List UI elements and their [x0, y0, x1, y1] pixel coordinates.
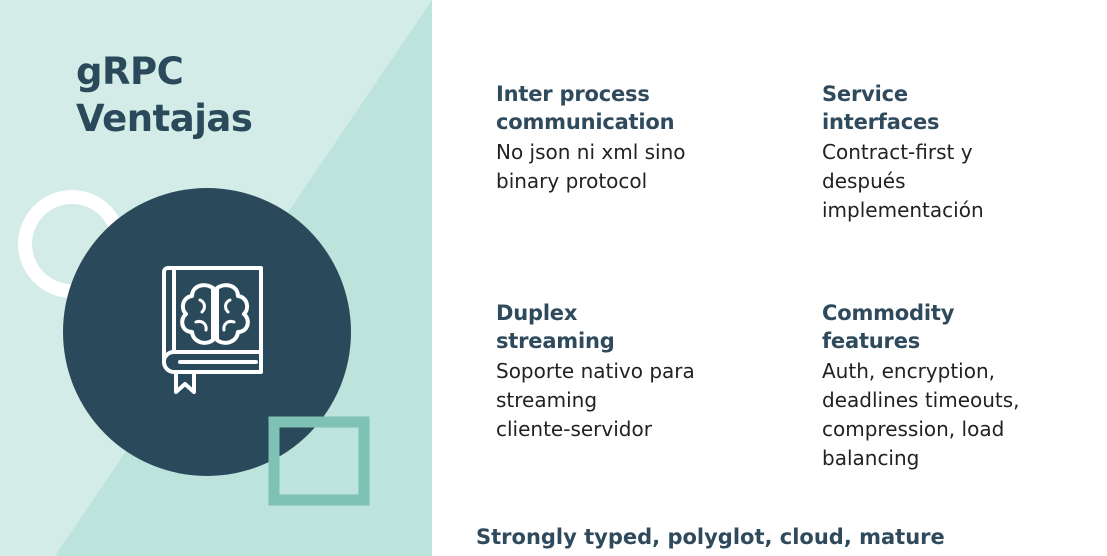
feature-description-line: Soporte nativo para [496, 359, 695, 383]
slide-title: gRPC Ventajas [76, 48, 253, 142]
dark-circle [63, 188, 351, 476]
decorative-square-outline [268, 416, 370, 506]
feature-description-line: cliente-servidor [496, 417, 652, 441]
feature-service-interfaces: Service interfaces Contract-first y desp… [822, 80, 1107, 225]
feature-description-line: binary protocol [496, 169, 648, 193]
book-brain-icon [162, 266, 263, 394]
feature-description-line: Auth, encryption, [822, 359, 995, 383]
left-decorative-panel: gRPC Ventajas [0, 0, 432, 556]
feature-description: Soporte nativo para streaming cliente-se… [496, 357, 786, 444]
feature-description-line: No json ni xml sino [496, 140, 686, 164]
feature-duplex-streaming: Duplex streaming Soporte nativo para str… [496, 299, 786, 444]
feature-inter-process-communication: Inter process communication No json ni x… [496, 80, 786, 196]
feature-description: No json ni xml sino binary protocol [496, 138, 786, 196]
feature-description-line: streaming [496, 388, 598, 412]
feature-heading-line: Duplex [496, 301, 578, 325]
feature-commodity-features: Commodity features Auth, encryption, dea… [822, 299, 1107, 473]
left-panel-graphic [0, 0, 432, 556]
feature-heading-line: streaming [496, 329, 615, 353]
feature-description: Auth, encryption, deadlines timeouts, co… [822, 357, 1107, 473]
summary-footer: Strongly typed, polyglot, cloud, mature [476, 525, 945, 549]
feature-heading: Inter process communication [496, 80, 786, 136]
feature-heading: Commodity features [822, 299, 1107, 355]
feature-heading-line: features [822, 329, 921, 353]
feature-description-line: después [822, 169, 906, 193]
feature-heading-line: communication [496, 110, 675, 134]
slide-title-line-1: gRPC [76, 50, 184, 93]
feature-description-line: compression, load [822, 417, 1005, 441]
feature-description-line: Contract-first y [822, 140, 973, 164]
feature-heading-line: Inter process [496, 82, 650, 106]
feature-description-line: balancing [822, 446, 920, 470]
feature-heading-line: Commodity [822, 301, 955, 325]
feature-description: Contract-first y después implementación [822, 138, 1107, 225]
feature-heading-line: interfaces [822, 110, 940, 134]
slide-title-line-2: Ventajas [76, 97, 253, 140]
feature-heading-line: Service [822, 82, 908, 106]
feature-description-line: implementación [822, 198, 984, 222]
feature-heading: Duplex streaming [496, 299, 786, 355]
feature-heading: Service interfaces [822, 80, 1107, 136]
feature-description-line: deadlines timeouts, [822, 388, 1020, 412]
